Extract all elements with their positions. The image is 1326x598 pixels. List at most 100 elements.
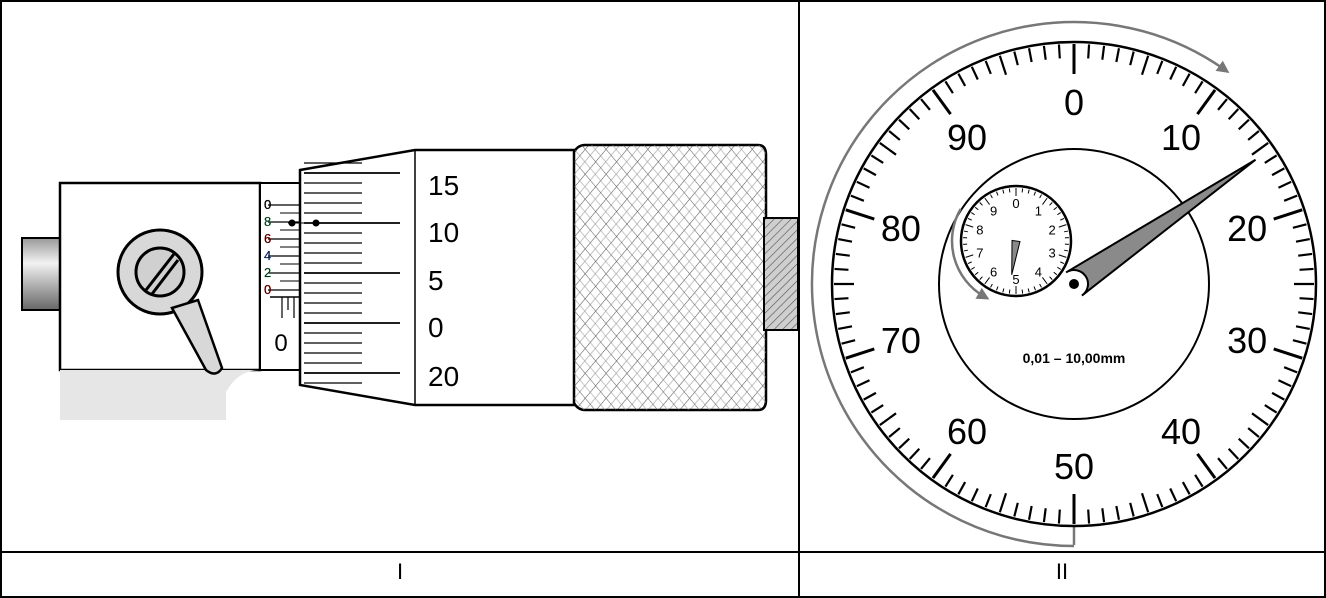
dial-tick (1027, 48, 1033, 63)
dial-tick (998, 492, 1008, 513)
counter-tick (1039, 283, 1042, 288)
dial-tick (1156, 60, 1164, 75)
counter-tick (1021, 289, 1024, 294)
counter-label: 9 (990, 203, 997, 218)
counter-tick (1049, 202, 1053, 206)
dial-tick (1278, 180, 1292, 189)
dial-label: 60 (947, 411, 987, 452)
dial-tick (1140, 55, 1150, 76)
dial-tick (1169, 488, 1178, 502)
counter-tick (1053, 206, 1058, 211)
dial-tick (1278, 379, 1292, 388)
dial-tick (1237, 118, 1250, 131)
dial-tick (1251, 142, 1269, 156)
counter-tick (1021, 188, 1024, 193)
ratchet (763, 217, 799, 331)
counter-tick (974, 206, 979, 211)
dial-tick (1129, 51, 1135, 66)
counter-tick (996, 286, 999, 291)
dial-tick (1298, 311, 1313, 316)
counter-tick (965, 254, 974, 258)
small-pointer (1011, 239, 1021, 275)
dial-tick (1247, 427, 1260, 438)
dial-tick (1273, 347, 1303, 360)
counter-label: 8 (976, 222, 983, 237)
lock-lever (170, 298, 224, 375)
counter-tick (1039, 194, 1042, 199)
dial-tick (931, 88, 952, 115)
dial-tick (970, 488, 979, 502)
dial-tick (944, 474, 954, 488)
counter-tick (1064, 249, 1069, 252)
pointer-hub (1069, 279, 1079, 289)
dial-tick (1292, 339, 1307, 345)
dial-tick (1042, 508, 1047, 523)
counter-tick (1002, 189, 1005, 194)
dial-label: 20 (1227, 208, 1267, 249)
dial-tick (841, 223, 856, 229)
dial-tick (1273, 208, 1303, 221)
counter-tick (990, 194, 993, 199)
dial-tick (1057, 44, 1061, 59)
dial-tick (834, 297, 849, 301)
dial-tick (1264, 154, 1278, 164)
dial-tick (1194, 80, 1204, 94)
counter-label: 6 (990, 265, 997, 280)
counter-tick (1057, 212, 1062, 216)
counter-tick (974, 271, 979, 276)
counter-tick (1042, 197, 1048, 205)
dial-ticks (834, 44, 1314, 524)
dial-tick (1013, 51, 1019, 66)
dial-tick (850, 366, 865, 374)
counter-tick (1060, 217, 1065, 221)
dial-label: 70 (881, 320, 921, 361)
dial-tick (1057, 509, 1061, 524)
dial-tick (1027, 505, 1033, 520)
inner-ring (938, 148, 1210, 420)
thimble-label: 10 (428, 217, 459, 248)
dial-label: 90 (947, 117, 987, 158)
dial-tick (863, 167, 877, 177)
sleeve-digit: 0 (264, 197, 271, 212)
counter-tick (1049, 276, 1053, 280)
dial-tick (1181, 73, 1191, 87)
counter-tick (1008, 289, 1011, 294)
dial-tick (838, 325, 853, 331)
small-rotation-arrow (950, 208, 990, 300)
dial-tick (1196, 453, 1217, 480)
dial-label: 30 (1227, 320, 1267, 361)
dial-tick (908, 108, 921, 121)
dial-tick (1087, 509, 1091, 524)
main-pointer (1065, 158, 1257, 297)
counter-tick (970, 266, 975, 270)
sleeve-digit: 8 (264, 214, 271, 229)
counter-tick (1027, 288, 1030, 293)
dial-tick (1227, 108, 1240, 121)
dial-tick (1298, 252, 1313, 257)
counter-label: 3 (1049, 246, 1056, 261)
dial-tick (908, 447, 921, 460)
thimble-label: 15 (428, 170, 459, 201)
dial-tick (838, 237, 853, 243)
counter-label: 7 (976, 246, 983, 261)
counter-tick (1060, 261, 1065, 265)
range-label: 0,01 – 10,00mm (1023, 350, 1126, 366)
dial-tick (1283, 366, 1298, 374)
dial-tick (1247, 130, 1260, 141)
dial-tick (834, 267, 849, 271)
sleeve-digit: 4 (264, 248, 271, 263)
dial-tick (898, 118, 911, 131)
dial-tick (1283, 194, 1298, 202)
sleeve-digit: 2 (264, 265, 271, 280)
counter-label: 2 (1049, 222, 1056, 237)
dial-tick (1196, 88, 1217, 115)
dial-tick (1181, 481, 1191, 495)
counter-tick (1033, 286, 1036, 291)
dial-tick (1295, 237, 1310, 243)
dial-tick (1271, 167, 1285, 177)
dial-tick (1295, 325, 1310, 331)
counter-tick (1058, 254, 1067, 258)
dial-tick (984, 60, 992, 75)
